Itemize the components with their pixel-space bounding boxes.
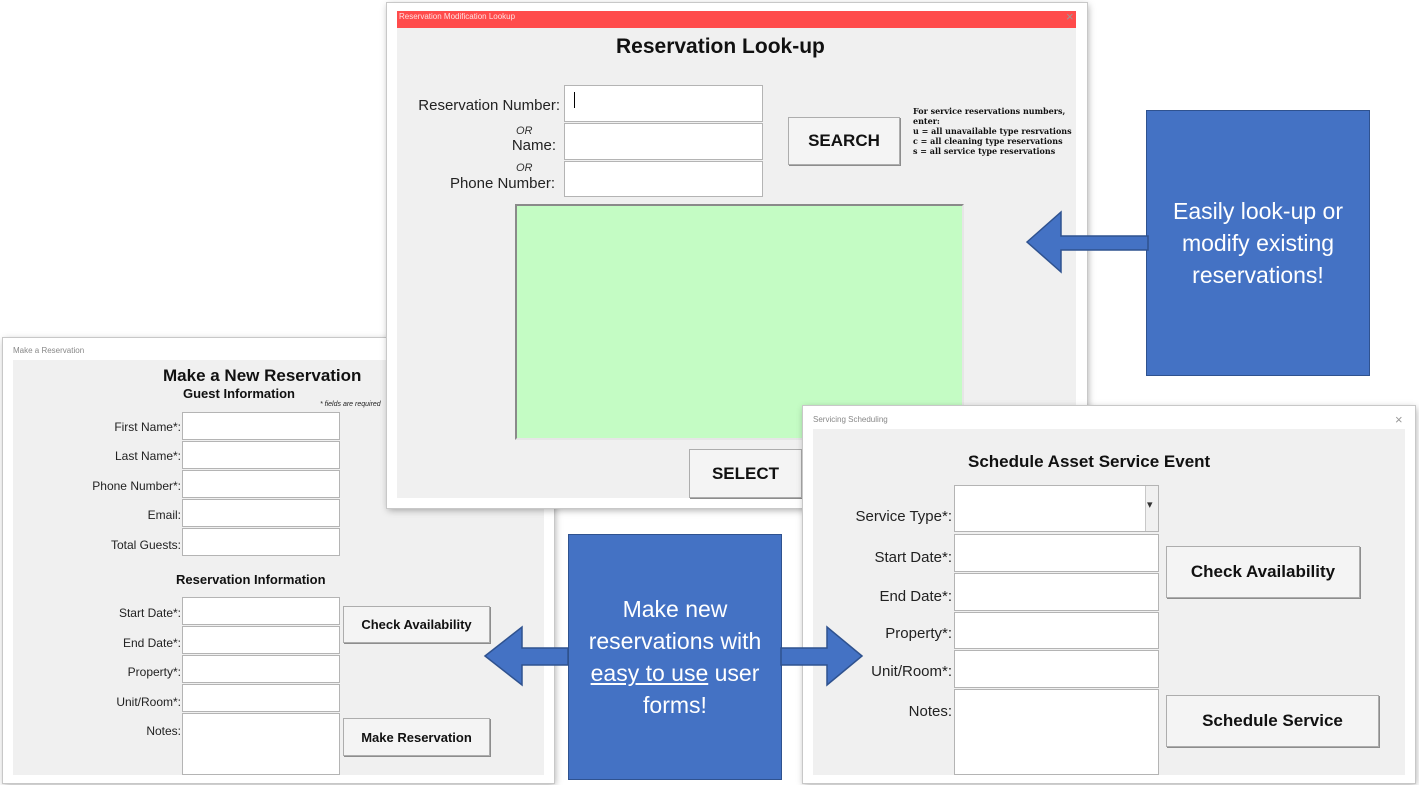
service-body: Schedule Asset Service Event Service Typ… (813, 429, 1405, 775)
last-name-label: Last Name*: (114, 449, 181, 463)
check-availability-button[interactable]: Check Availability (1166, 546, 1360, 598)
text-cursor (574, 92, 575, 108)
service-type-label: Service Type*: (855, 508, 952, 525)
reservation-number-label: Reservation Number: (418, 97, 560, 114)
phone-number-input[interactable] (564, 161, 763, 197)
phone-number-label: Phone Number*: (92, 479, 181, 493)
phone-number-label: Phone Number: (449, 175, 555, 192)
first-name-field[interactable] (182, 412, 340, 440)
reservation-number-input[interactable] (564, 85, 763, 122)
window-title: Make a Reservation (13, 346, 85, 355)
chevron-down-icon: ▾ (1147, 499, 1153, 511)
callout-text-underlined: easy to use (590, 660, 709, 686)
service-type-select[interactable]: ▾ (954, 485, 1159, 532)
service-scheduling-window: Servicing Scheduling × Schedule Asset Se… (803, 406, 1415, 783)
select-button[interactable]: SELECT (689, 449, 802, 498)
lookup-title-bar (397, 11, 1076, 28)
lookup-heading: Reservation Look-up (616, 35, 825, 58)
window-title: Servicing Scheduling (813, 415, 888, 424)
property-field[interactable] (182, 655, 340, 683)
notes-label: Notes: (146, 724, 181, 738)
close-icon[interactable]: × (1066, 9, 1074, 24)
help-line: u = all unavailable type resrvations (913, 126, 1072, 136)
email-label: Email: (147, 508, 181, 522)
help-line: For service reservations numbers, enter: (913, 106, 1066, 126)
unit-room-field[interactable] (954, 650, 1159, 688)
property-label: Property*: (885, 625, 952, 642)
unit-room-label: Unit/Room*: (116, 695, 181, 709)
guest-section-title: Guest Information (183, 386, 295, 401)
name-label: Name: (511, 137, 556, 154)
end-date-label: End Date*: (122, 636, 181, 650)
start-date-label: Start Date*: (118, 606, 181, 620)
name-input[interactable] (564, 123, 763, 160)
notes-label: Notes: (908, 703, 952, 720)
service-heading: Schedule Asset Service Event (968, 452, 1211, 471)
notes-field[interactable] (954, 689, 1159, 775)
property-label: Property*: (127, 665, 181, 679)
end-date-field[interactable] (182, 626, 340, 654)
or-label: OR (516, 162, 533, 174)
form-heading: Make a New Reservation (163, 366, 362, 385)
last-name-field[interactable] (182, 441, 340, 469)
lookup-callout-text: Easily look-up or modify existing reserv… (1172, 198, 1344, 288)
callout-text-prefix: Make new reservations with (588, 596, 762, 654)
help-line: s = all service type reservations (913, 146, 1056, 156)
unit-room-field[interactable] (182, 684, 340, 712)
new-reservation-callout-text: Make new reservations with easy to use u… (581, 593, 769, 721)
schedule-service-button[interactable]: Schedule Service (1166, 695, 1379, 747)
total-guests-label: Total Guests: (110, 538, 181, 552)
unit-room-label: Unit/Room*: (871, 663, 952, 680)
notes-field[interactable] (182, 713, 340, 775)
required-note: * fields are required (320, 401, 381, 408)
results-list[interactable] (515, 204, 964, 440)
first-name-label: First Name*: (114, 420, 181, 434)
total-guests-field[interactable] (182, 528, 340, 556)
reservation-section-title: Reservation Information (176, 572, 326, 587)
start-date-field[interactable] (182, 597, 340, 625)
search-help-text: For service reservations numbers, enter:… (913, 106, 1078, 156)
or-label: OR (516, 125, 533, 137)
start-date-field[interactable] (954, 534, 1159, 572)
email-field[interactable] (182, 499, 340, 527)
end-date-label: End Date*: (879, 588, 952, 605)
search-button[interactable]: SEARCH (788, 117, 900, 165)
callout-text-suffix: user forms! (643, 660, 760, 718)
window-title: Reservation Modification Lookup (399, 12, 516, 21)
start-date-label: Start Date*: (874, 549, 952, 566)
property-field[interactable] (954, 612, 1159, 649)
end-date-field[interactable] (954, 573, 1159, 611)
dropdown-button[interactable]: ▾ (1145, 486, 1158, 531)
make-reservation-button[interactable]: Make Reservation (343, 718, 490, 756)
help-line: c = all cleaning type reservations (913, 136, 1063, 146)
check-availability-button[interactable]: Check Availability (343, 606, 490, 643)
close-icon[interactable]: × (1395, 412, 1403, 427)
lookup-callout: Easily look-up or modify existing reserv… (1146, 110, 1370, 376)
new-reservation-callout: Make new reservations with easy to use u… (568, 534, 782, 780)
phone-number-field[interactable] (182, 470, 340, 498)
